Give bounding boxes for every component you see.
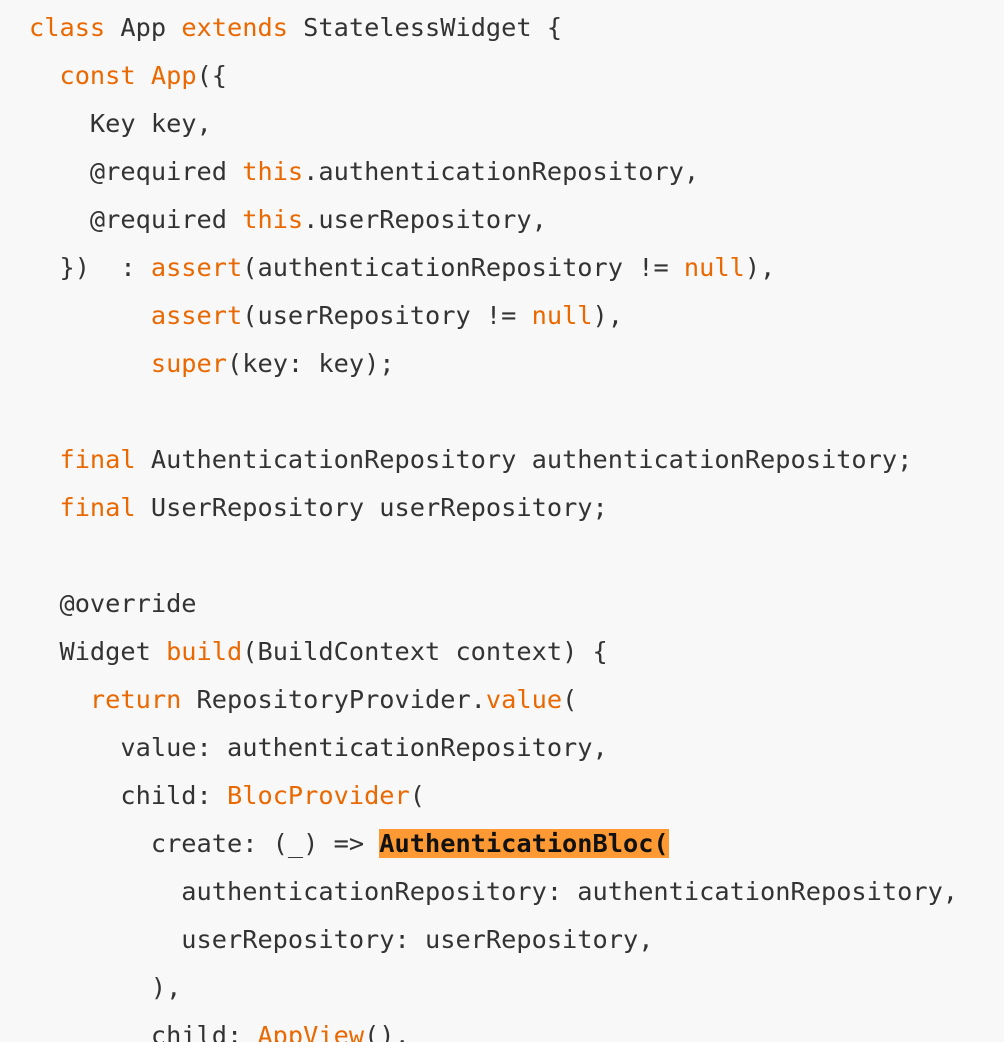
code-token [29,493,59,522]
code-line: }) : assert(authenticationRepository != … [29,244,775,292]
code-line: Widget build(BuildContext context) { [29,628,608,676]
keyword-token: const [59,61,136,90]
keyword-token: App [150,61,197,90]
code-line: ), [29,964,181,1012]
code-token: (key: key); [227,349,395,378]
code-token: Widget [29,637,167,666]
keyword-token: assert [150,253,243,282]
highlighted-token: AuthenticationBloc( [379,829,669,858]
code-line: child: BlocProvider( [29,772,425,820]
code-token: @override [29,589,197,618]
code-token [29,685,90,714]
code-line: final UserRepository userRepository; [29,484,608,532]
code-token [29,349,151,378]
code-token [29,61,59,90]
keyword-token: extends [181,13,288,42]
code-line: create: (_) => AuthenticationBloc( [29,820,669,868]
code-token: child: [29,1021,258,1042]
code-token: App [105,13,182,42]
code-token: StatelessWidget { [287,13,563,42]
keyword-token: this [242,157,304,186]
code-token: @required [29,157,243,186]
keyword-token: BlocProvider [227,781,410,810]
keyword-token: AppView [257,1021,365,1042]
code-line: return RepositoryProvider.value( [29,676,577,724]
code-token: authenticationRepository: authentication… [29,877,959,906]
code-token: ), [744,253,776,282]
code-line: value: authenticationRepository, [29,724,608,772]
code-token: value: authenticationRepository, [29,733,608,762]
code-token: ), [29,973,182,1002]
code-token: Key key, [29,109,212,138]
keyword-token: super [150,349,227,378]
code-token: (), [364,1021,410,1042]
code-token: ({ [196,61,228,90]
code-line: userRepository: userRepository, [29,916,653,964]
code-token: @required [29,205,243,234]
code-token: UserRepository userRepository; [135,493,608,522]
code-token: (authenticationRepository != [242,253,684,282]
code-token [29,301,151,330]
code-token: userRepository: userRepository, [29,925,654,954]
keyword-token: final [59,493,136,522]
code-line: class App extends StatelessWidget { [29,4,562,52]
code-token [136,61,151,90]
code-line: authenticationRepository: authentication… [29,868,958,916]
keyword-token: final [59,445,136,474]
code-token: RepositoryProvider. [181,685,486,714]
code-line: child: AppView(), [29,1012,410,1042]
code-line: @required this.userRepository, [29,196,547,244]
code-token: AuthenticationRepository authenticationR… [135,445,913,474]
code-token: }) : [29,253,151,282]
keyword-token: null [531,301,593,330]
code-token: .authenticationRepository, [303,157,700,186]
keyword-token: assert [150,301,243,330]
keyword-token: build [166,637,243,666]
code-line: const App({ [29,52,227,100]
code-line: super(key: key); [29,340,395,388]
code-line: Key key, [29,100,212,148]
keyword-token: class [29,13,106,42]
code-token: (userRepository != [242,301,532,330]
code-line: assert(userRepository != null), [29,292,623,340]
keyword-token: value [485,685,563,714]
code-token: create: (_) => [29,829,380,858]
code-token: child: [29,781,227,810]
keyword-token: return [89,685,182,714]
keyword-token: null [683,253,745,282]
code-token: .userRepository, [303,205,547,234]
code-token [29,445,59,474]
code-token: ( [409,781,425,810]
code-token: ), [592,301,623,330]
code-line: @override [29,580,197,628]
code-token: (BuildContext context) { [242,637,608,666]
code-line: final AuthenticationRepository authentic… [29,436,912,484]
code-token: ( [562,685,578,714]
keyword-token: this [242,205,304,234]
code-line: @required this.authenticationRepository, [29,148,699,196]
